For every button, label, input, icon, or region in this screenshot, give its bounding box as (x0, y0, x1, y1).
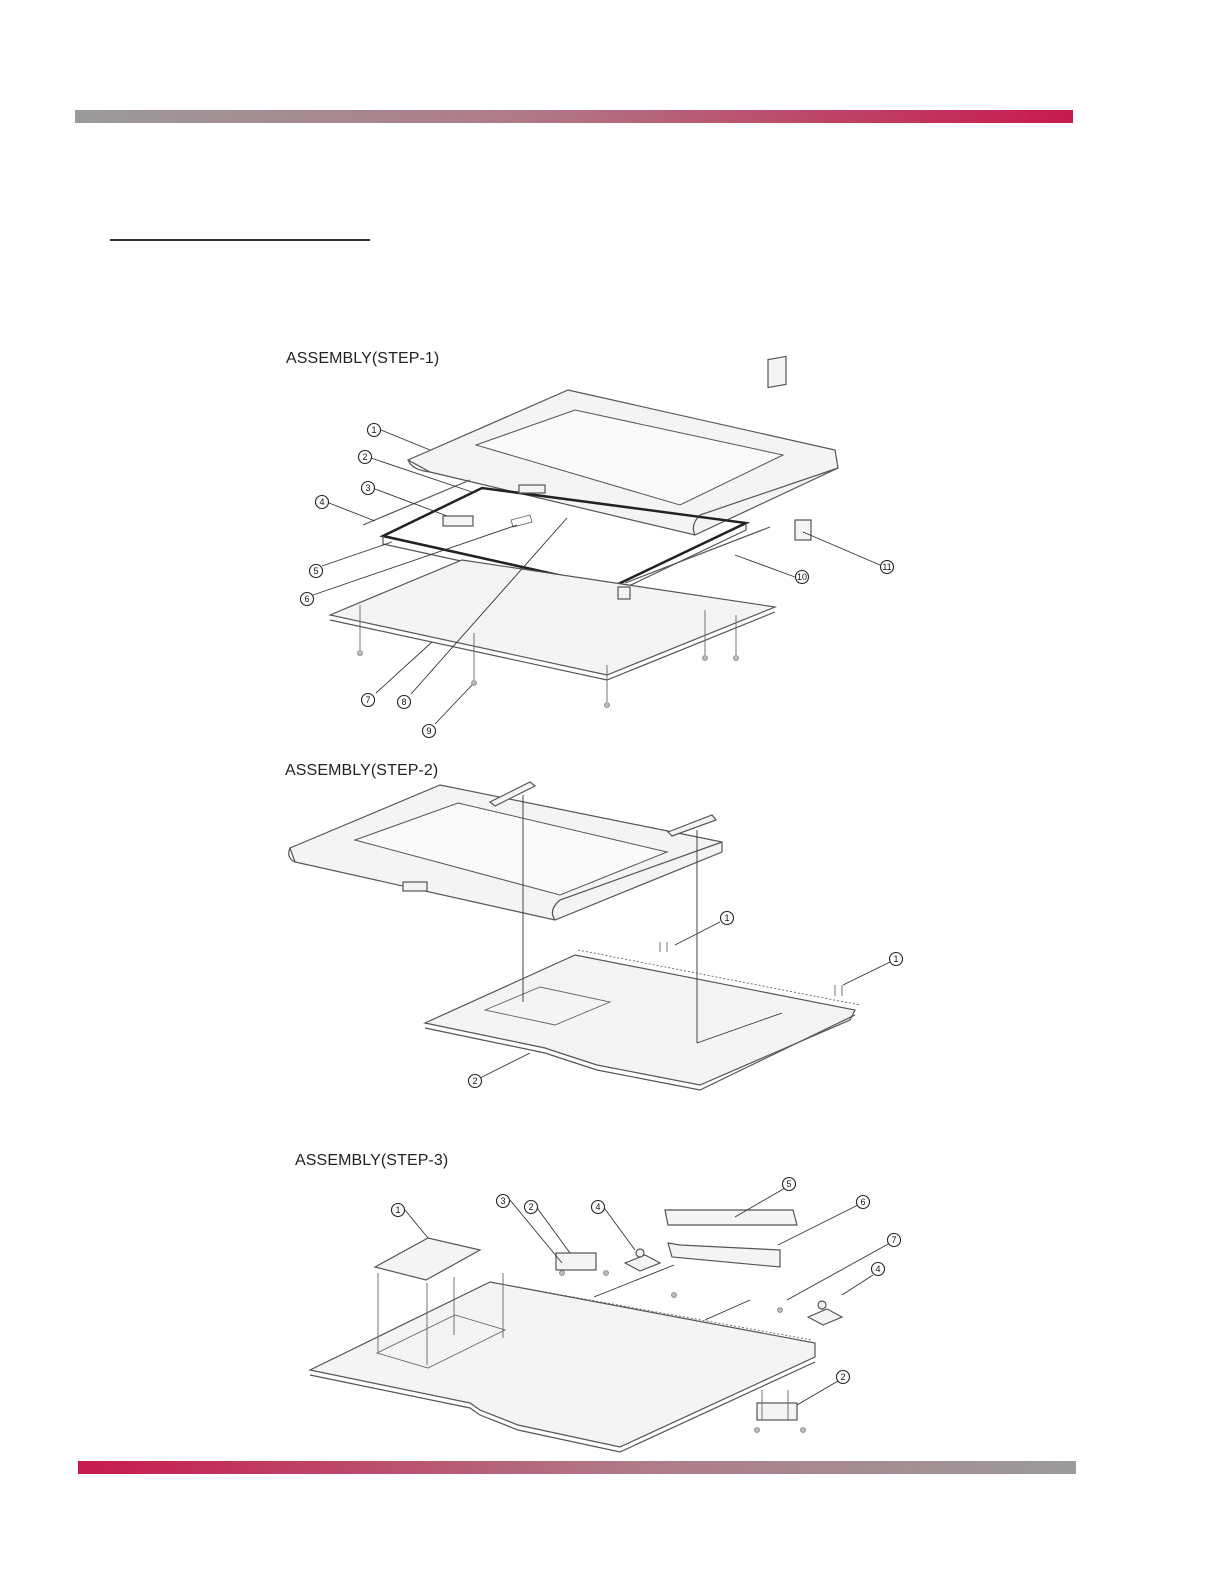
callout-balloon: 1 (368, 424, 381, 437)
callout-number: 6 (860, 1197, 865, 1207)
callout-balloon: 2 (525, 1201, 538, 1214)
section-heading-underline (110, 239, 370, 241)
callout-number: 3 (365, 483, 370, 493)
callout-number: 3 (500, 1196, 505, 1206)
callout-number: 2 (472, 1076, 477, 1086)
callout-balloon: 4 (592, 1201, 605, 1214)
callout-number: 2 (840, 1372, 845, 1382)
header-accent-bar (75, 110, 1073, 123)
front-bezel-part (289, 785, 722, 920)
assembly-step-3-diagram: 1 3 2 4 5 6 7 4 2 (0, 1165, 1224, 1455)
callout-number: 2 (528, 1202, 533, 1212)
callout-number: 4 (875, 1264, 880, 1274)
callout-number: 5 (786, 1179, 791, 1189)
callout-number: 10 (797, 572, 807, 582)
callout-balloon: 3 (362, 482, 375, 495)
front-bezel-part (408, 390, 838, 535)
callout-balloon: 2 (359, 451, 372, 464)
callout-balloon: 6 (301, 593, 314, 606)
callout-balloon: 7 (362, 694, 375, 707)
cover-plate-part (375, 1238, 480, 1280)
callout-number: 1 (724, 913, 729, 923)
callout-balloon: 3 (497, 1195, 510, 1208)
figure-caption-step-1: ASSEMBLY(STEP-1) (286, 350, 439, 368)
callout-balloon: 6 (857, 1196, 870, 1209)
callout-balloon: 1 (721, 912, 734, 925)
callout-number: 8 (401, 697, 406, 707)
callout-balloon: 1 (890, 953, 903, 966)
callout-number: 1 (395, 1205, 400, 1215)
callout-balloon: 5 (310, 565, 323, 578)
callout-balloon: 2 (469, 1075, 482, 1088)
callout-balloon: 5 (783, 1178, 796, 1191)
footer-accent-bar (78, 1461, 1076, 1474)
bottom-plate-part (330, 560, 775, 680)
callout-number: 9 (426, 726, 431, 736)
callout-number: 4 (595, 1202, 600, 1212)
callout-balloon: 7 (888, 1234, 901, 1247)
callout-balloon: 8 (398, 696, 411, 709)
callout-balloon: 4 (872, 1263, 885, 1276)
callout-number: 11 (882, 562, 891, 572)
callout-number: 1 (371, 425, 376, 435)
base-plate-part (310, 1282, 815, 1452)
callout-number: 4 (319, 497, 324, 507)
callout-number: 5 (313, 566, 318, 576)
speaker-assembly-part (665, 1210, 797, 1267)
assembly-step-2-diagram: 1 1 2 (0, 770, 1224, 1100)
callout-number: 2 (362, 452, 367, 462)
callout-balloon: 9 (423, 725, 436, 738)
callout-balloon: 2 (837, 1371, 850, 1384)
callout-number: 6 (304, 594, 309, 604)
callout-balloon: 11 (881, 561, 894, 574)
callout-number: 7 (365, 695, 370, 705)
callout-number: 1 (893, 954, 898, 964)
base-plate-part (425, 950, 860, 1090)
callout-balloon: 4 (316, 496, 329, 509)
callout-balloon: 10 (796, 571, 809, 584)
callout-balloon: 1 (392, 1204, 405, 1217)
assembly-step-1-diagram: 1 2 3 4 5 6 7 8 9 10 11 (0, 380, 1224, 755)
callout-number: 7 (891, 1235, 896, 1245)
